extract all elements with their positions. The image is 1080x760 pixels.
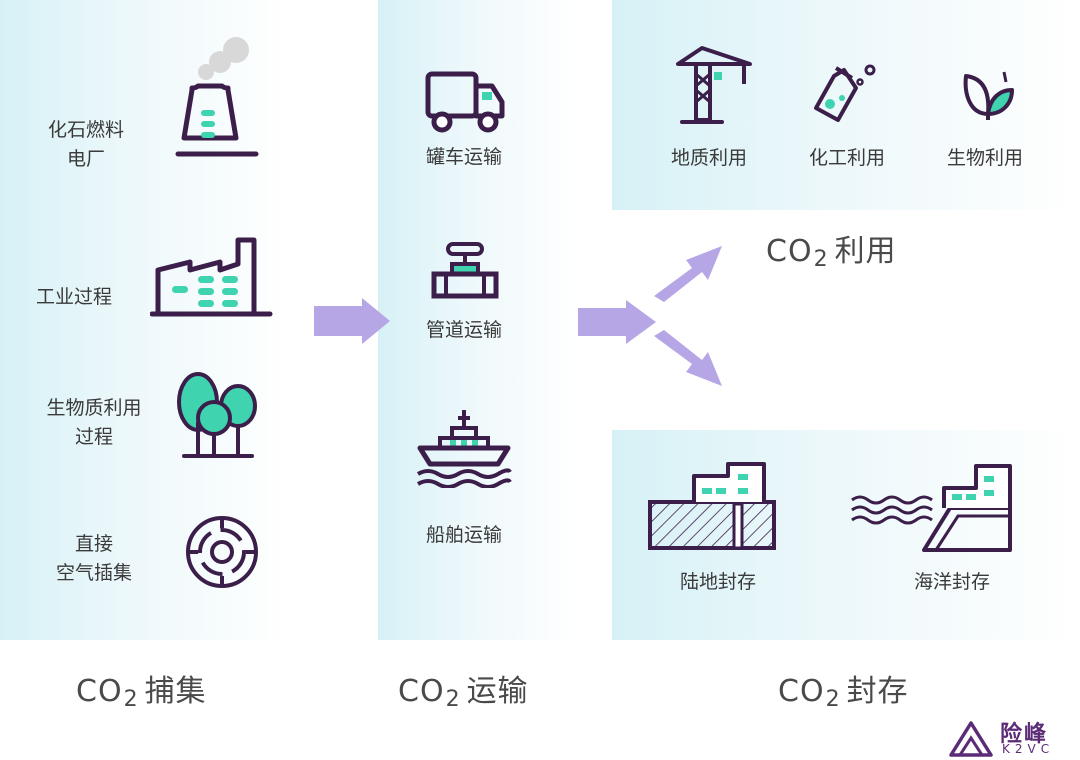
title-suffix: 捕集 — [144, 674, 207, 709]
land-storage-icon — [648, 462, 776, 550]
transport-item-label: 管道运输 — [425, 319, 502, 341]
title-subscript: 2 — [445, 687, 461, 712]
capture-item-line1: 化石燃料 — [47, 119, 124, 141]
title-prefix: CO — [76, 674, 123, 709]
pipeline-valve-icon — [431, 242, 499, 299]
truck-icon — [425, 71, 505, 133]
flow-arrow-icon — [314, 298, 390, 344]
title-subscript: 2 — [825, 687, 841, 712]
leaf-icon — [963, 71, 1014, 120]
ship-icon — [416, 410, 512, 488]
title-suffix: 运输 — [466, 674, 529, 709]
capture-item-label: 生物质利用 过程 — [36, 394, 152, 452]
capture-item-line1: 工业过程 — [36, 286, 113, 308]
title-suffix: 利用 — [834, 234, 897, 269]
logo-en-text: K2VC — [1002, 742, 1055, 756]
title-suffix: 封存 — [846, 674, 909, 709]
capture-item-line2: 电厂 — [66, 148, 105, 170]
crane-icon — [676, 46, 752, 124]
flow-arrow-icon — [578, 300, 656, 344]
utilization-item-label: 地质利用 — [670, 147, 747, 169]
transport-panel — [378, 0, 598, 640]
storage-item-label: 海洋封存 — [913, 571, 990, 593]
factory-icon — [150, 237, 273, 317]
utilization-item-label: 化工利用 — [808, 147, 885, 169]
mountain-logo-icon — [949, 721, 993, 757]
branch-arrow-down-icon — [654, 330, 722, 386]
target-icon — [186, 516, 258, 588]
ocean-storage-icon — [851, 464, 1012, 552]
capture-item-line1: 直接 — [74, 533, 113, 555]
power-plant-icon — [175, 37, 259, 157]
capture-item-label: 直接 空气插集 — [36, 530, 152, 588]
capture-item-line2: 空气插集 — [55, 562, 132, 584]
logo-cn-text: 险峰 — [1000, 722, 1049, 747]
title-subscript: 2 — [123, 687, 139, 712]
title-prefix: CO — [398, 674, 445, 709]
title-prefix: CO — [778, 674, 825, 709]
capture-item-label: 工业过程 — [36, 283, 112, 312]
title-subscript: 2 — [813, 247, 829, 272]
trees-icon — [177, 372, 257, 458]
storage-item-label: 陆地封存 — [679, 571, 756, 593]
title-prefix: CO — [766, 234, 813, 269]
utilization-item-label: 生物利用 — [946, 147, 1023, 169]
capture-item-label: 化石燃料 电厂 — [28, 116, 144, 174]
flask-icon — [814, 64, 876, 122]
capture-item-line1: 生物质利用 — [46, 397, 142, 419]
capture-panel — [0, 0, 362, 640]
transport-item-label: 罐车运输 — [425, 146, 502, 168]
branch-arrow-up-icon — [654, 246, 722, 302]
brand-logo: 险峰 K2VC — [948, 716, 1068, 760]
transport-item-label: 船舶运输 — [425, 524, 502, 546]
capture-item-line2: 过程 — [74, 426, 113, 448]
